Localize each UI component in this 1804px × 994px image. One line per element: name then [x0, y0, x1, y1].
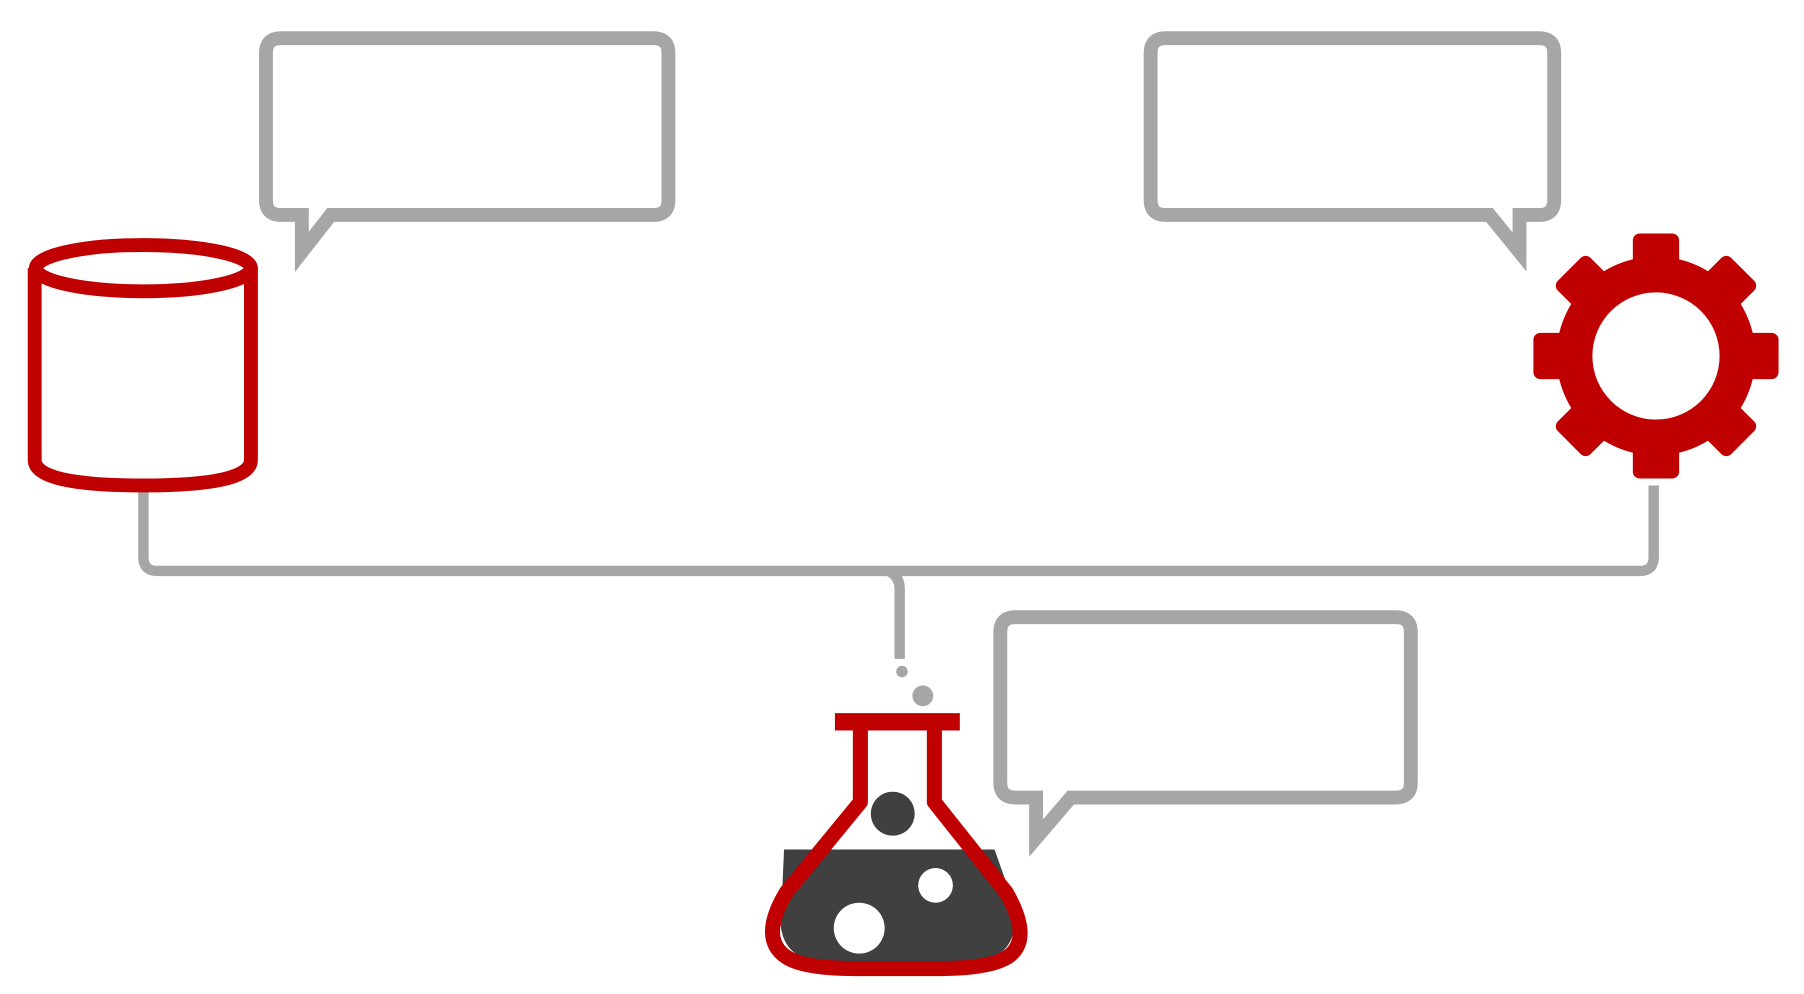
connector-lines — [138, 485, 1659, 659]
callout-gear — [1143, 31, 1562, 272]
gear-icon — [1533, 233, 1779, 479]
callout-database — [259, 31, 676, 273]
flask-icon — [765, 713, 1028, 977]
bubble-small — [896, 665, 908, 678]
callout-flask — [993, 610, 1418, 857]
bubble-large — [912, 685, 934, 707]
database-icon — [27, 238, 258, 493]
